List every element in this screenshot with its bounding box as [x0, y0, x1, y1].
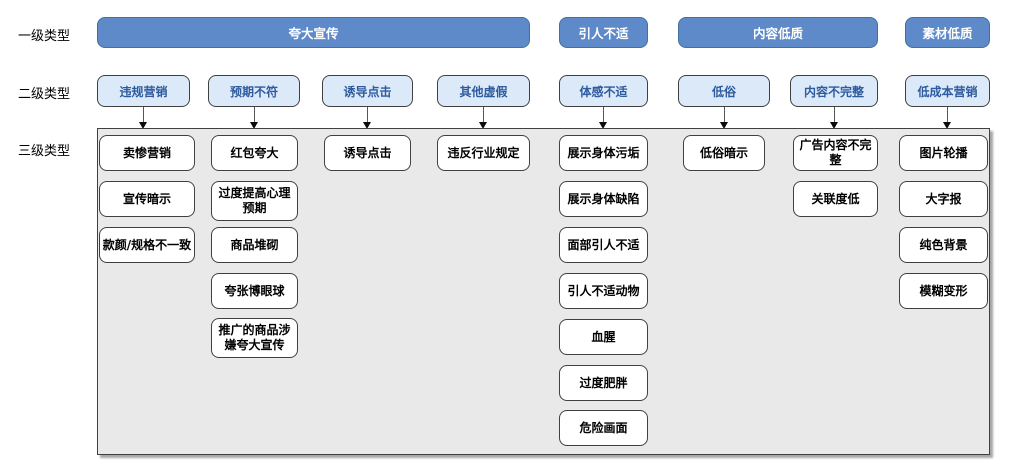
level3-box: 图片轮播: [899, 135, 988, 171]
level2-box-illegal-marketing: 违规营销: [97, 75, 190, 107]
row-label-level1: 一级类型: [18, 29, 71, 44]
row-label-level3: 三级类型: [18, 144, 71, 159]
arrowhead-icon: [139, 122, 147, 129]
level2-box-expectation-mismatch: 预期不符: [208, 75, 300, 107]
arrowhead-icon: [599, 122, 607, 129]
down-arrow: [830, 107, 839, 129]
level3-box: 诱导点击: [324, 135, 411, 171]
arrowhead-icon: [720, 122, 728, 129]
level3-box: 卖惨营销: [99, 135, 195, 171]
level3-box: 红包夸大: [211, 135, 298, 171]
arrowhead-icon: [479, 122, 487, 129]
level3-box: 危险画面: [559, 410, 648, 446]
arrowhead-icon: [830, 122, 838, 129]
level3-box: 广告内容不完整: [793, 135, 878, 171]
level3-box: 过度提高心理预期: [211, 181, 298, 221]
down-arrow: [943, 107, 952, 129]
down-arrow: [250, 107, 259, 129]
level3-box: 大字报: [899, 181, 988, 217]
level3-box: 宣传暗示: [99, 181, 195, 217]
arrow-shaft: [483, 107, 484, 123]
arrow-shaft: [367, 107, 368, 123]
level3-box: 关联度低: [793, 181, 878, 217]
level3-box: 模糊变形: [899, 273, 988, 309]
level2-box-other-falsehood: 其他虚假: [437, 75, 530, 107]
level1-box-exaggerated-promotion: 夸大宣传: [97, 17, 530, 48]
level2-box-low-cost-marketing: 低成本营销: [905, 75, 990, 107]
down-arrow: [720, 107, 729, 129]
arrow-shaft: [724, 107, 725, 123]
arrow-shaft: [143, 107, 144, 123]
arrow-shaft: [947, 107, 948, 123]
level2-box-clickbait: 诱导点击: [322, 75, 413, 107]
level3-box: 商品堆砌: [211, 227, 298, 263]
arrowhead-icon: [943, 122, 951, 129]
level3-box: 血腥: [559, 319, 648, 355]
level3-box: 展示身体缺陷: [559, 181, 648, 217]
level3-box: 过度肥胖: [559, 365, 648, 401]
level3-box: 展示身体污垢: [559, 135, 648, 171]
level3-box: 低俗暗示: [683, 135, 765, 171]
level1-box-discomforting: 引人不适: [559, 17, 648, 48]
down-arrow: [363, 107, 372, 129]
level3-box: 引人不适动物: [559, 273, 648, 309]
down-arrow: [139, 107, 148, 129]
arrow-shaft: [254, 107, 255, 123]
arrowhead-icon: [363, 122, 371, 129]
level1-box-low-quality-material: 素材低质: [905, 17, 990, 48]
level3-box: 夸张博眼球: [211, 273, 298, 309]
level2-box-physical-discomfort: 体感不适: [559, 75, 648, 107]
level1-box-low-quality-content: 内容低质: [678, 17, 878, 48]
level3-box: 款颜/规格不一致: [99, 227, 195, 263]
down-arrow: [479, 107, 488, 129]
arrow-shaft: [834, 107, 835, 123]
row-label-level2: 二级类型: [18, 87, 71, 102]
level3-box: 违反行业规定: [437, 135, 530, 171]
level2-box-vulgar: 低俗: [678, 75, 770, 107]
level2-box-incomplete-content: 内容不完整: [790, 75, 878, 107]
level3-box: 面部引人不适: [559, 227, 648, 263]
level3-box: 纯色背景: [899, 227, 988, 263]
arrowhead-icon: [250, 122, 258, 129]
arrow-shaft: [603, 107, 604, 123]
down-arrow: [599, 107, 608, 129]
level3-box: 推广的商品涉嫌夸大宣传: [211, 318, 298, 358]
